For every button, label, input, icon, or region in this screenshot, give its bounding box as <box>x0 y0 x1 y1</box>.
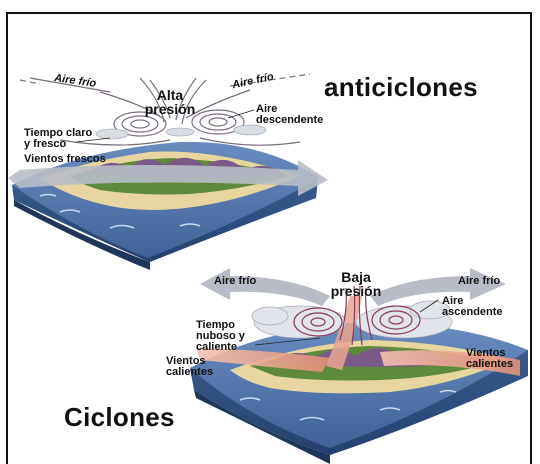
cyclone-title: Ciclones <box>64 404 175 430</box>
cyclone-winds-left-label: Vientos calientes <box>166 356 213 378</box>
cyclone-ascending-air-label: Aire ascendente <box>442 296 503 318</box>
cyclone-pressure-label: Baja presión <box>326 270 386 298</box>
anticyclone-clouds <box>96 125 266 139</box>
anticyclone-weather-label: Tiempo claro y fresco <box>24 128 92 150</box>
anticyclone-title: anticiclones <box>324 74 478 100</box>
cyclone-right-cold-air-label: Aire frío <box>458 276 500 287</box>
cyclone-winds-right-label: Vientos calientes <box>466 348 513 370</box>
cyclone-left-cold-air-label: Aire frío <box>214 276 256 287</box>
cyclone-weather-label: Tiempo nuboso y caliente <box>196 320 245 353</box>
anticyclone-descending-air-label: Aire descendente <box>256 104 323 126</box>
anticyclone-winds-label: Vientos frescos <box>24 154 106 165</box>
anticyclone-pressure-label: Alta presión <box>142 88 198 116</box>
